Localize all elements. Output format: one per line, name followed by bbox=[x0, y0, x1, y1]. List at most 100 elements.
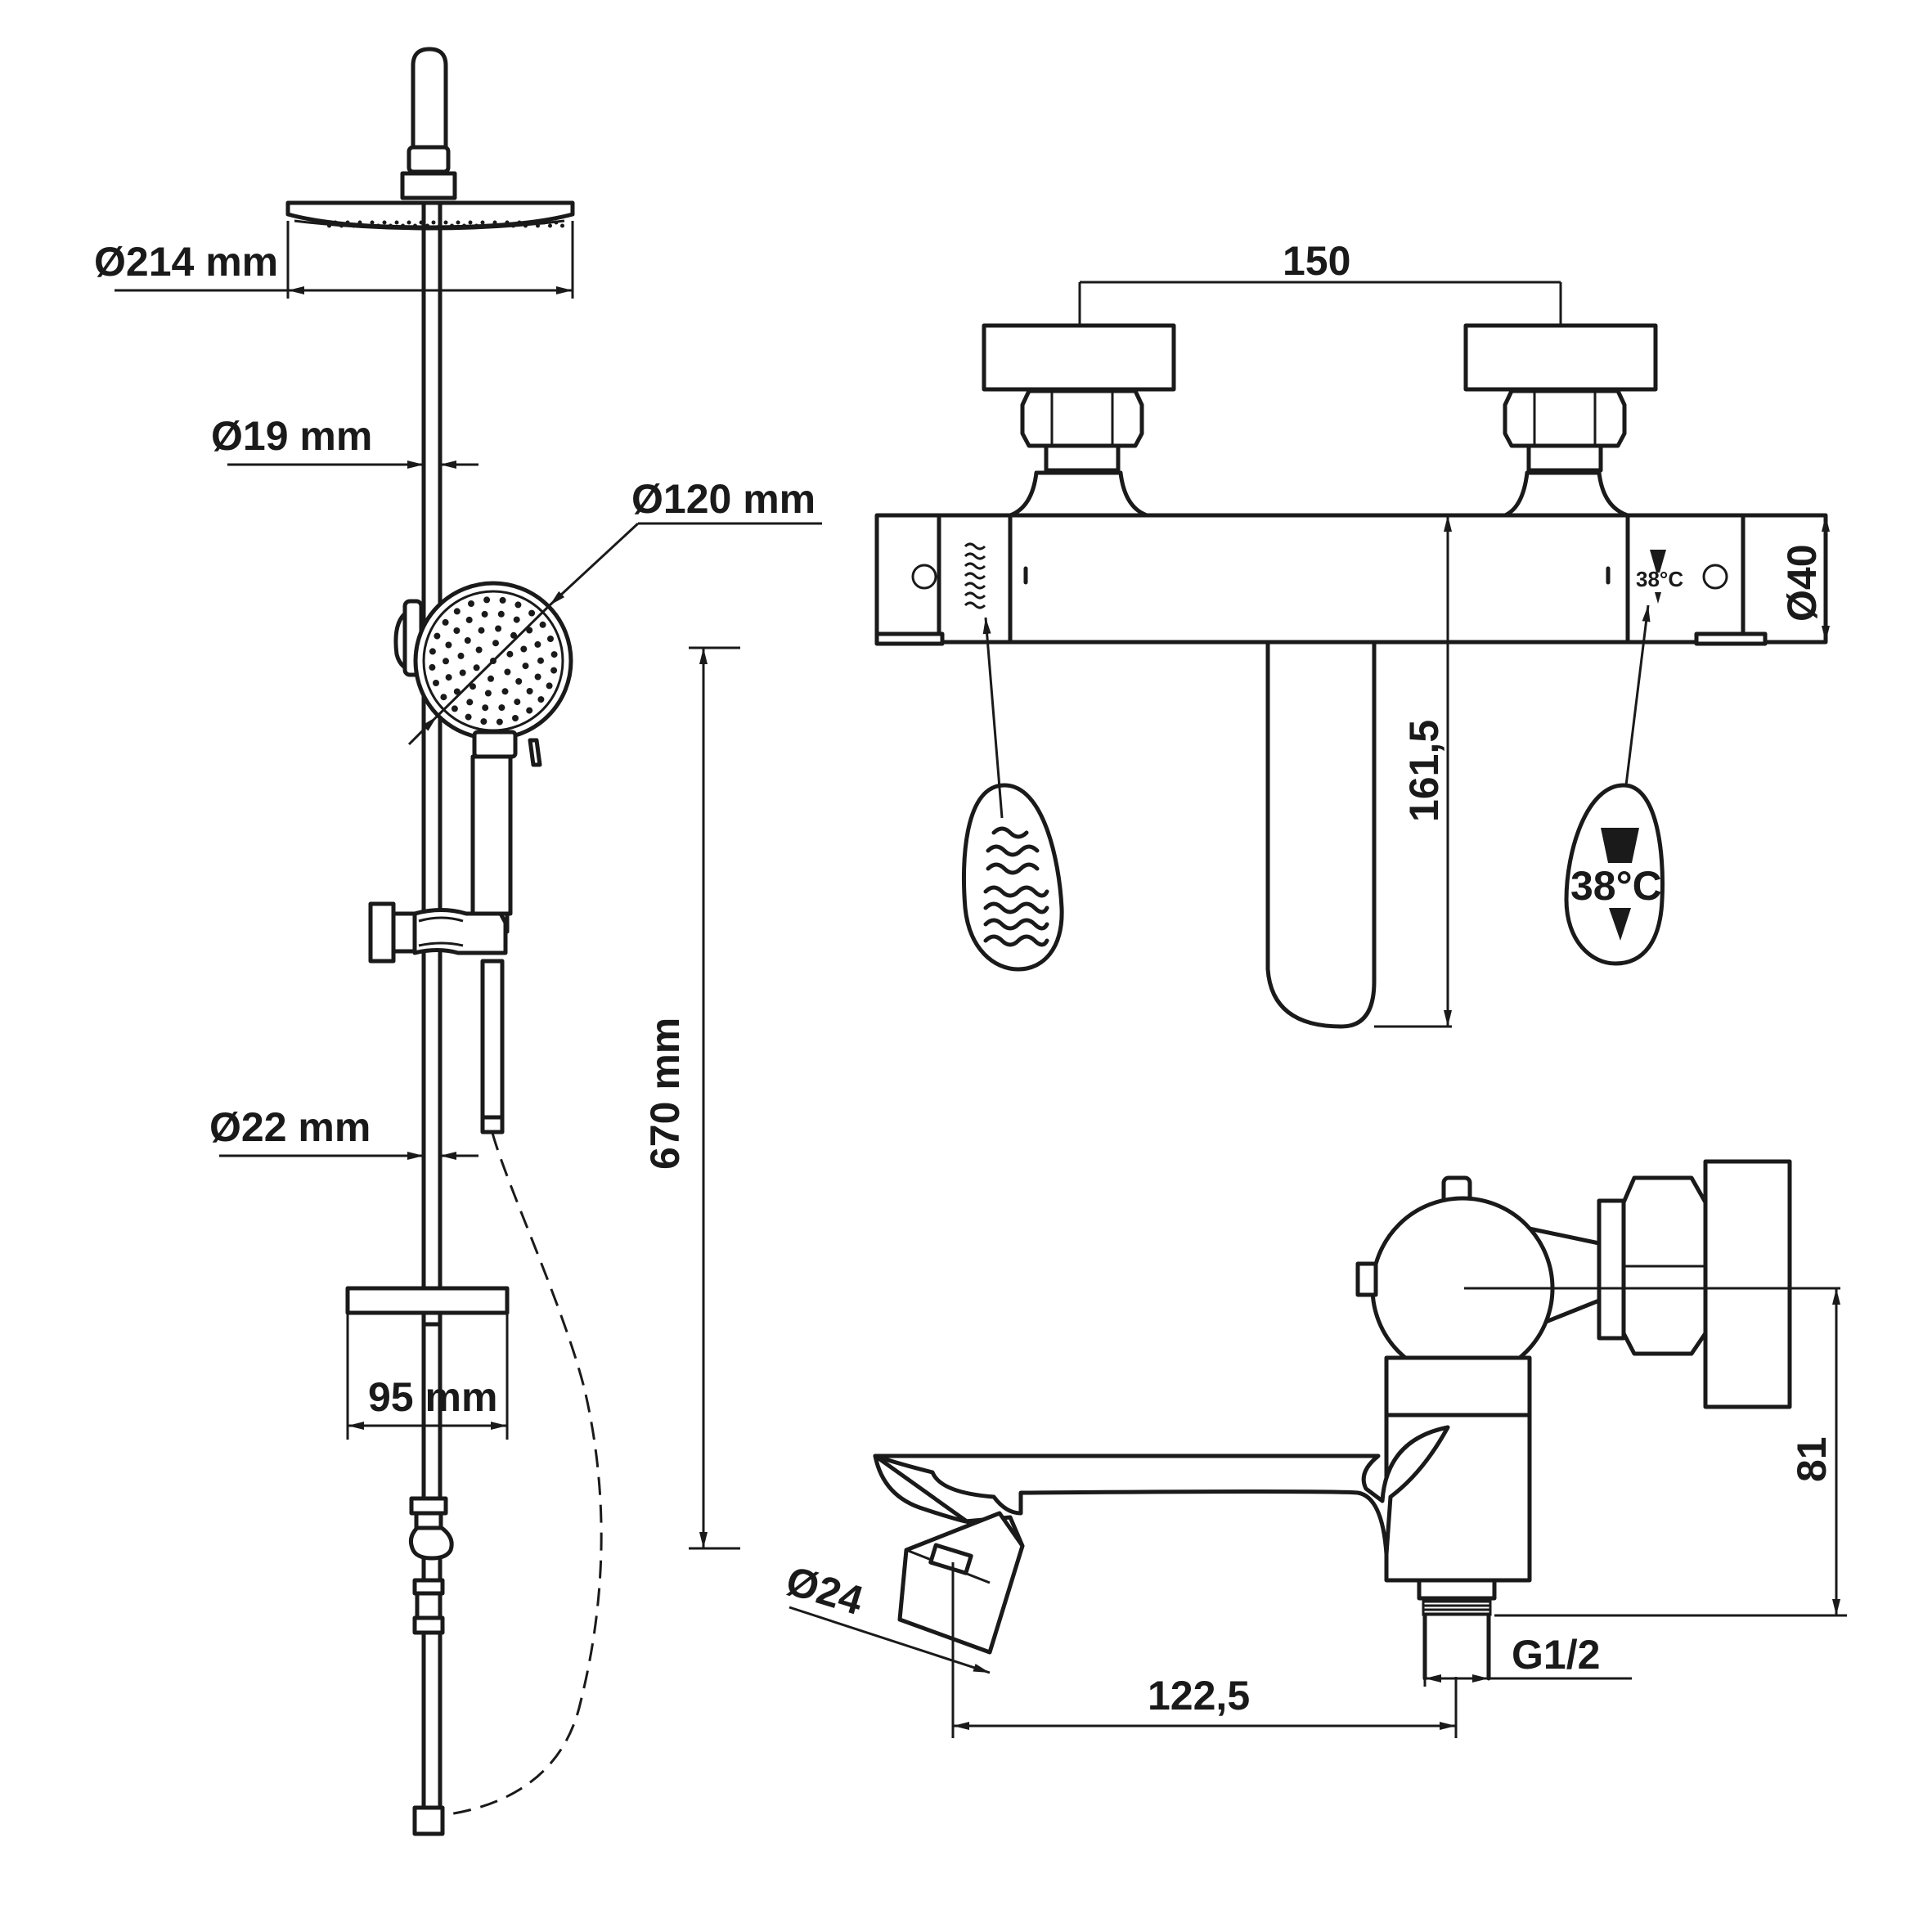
nozzle-dot bbox=[429, 663, 436, 671]
rain-nozzle-dot bbox=[401, 223, 405, 228]
nozzle-dot bbox=[515, 678, 523, 685]
rain-head-diameter-label: Ø214 mm bbox=[94, 239, 278, 285]
nozzle-dot bbox=[443, 658, 449, 665]
rain-nozzle-dot bbox=[413, 223, 417, 228]
nozzle-dot bbox=[537, 657, 544, 664]
shower-column: Ø214 mm Ø19 mm Ø120 mm Ø22 mm 95 mm bbox=[94, 47, 822, 1836]
dim-spout-drop: 161,5 bbox=[1374, 515, 1452, 1028]
nozzle-dot bbox=[497, 610, 505, 618]
nozzle-dot bbox=[440, 694, 447, 701]
rain-nozzle-dot bbox=[456, 220, 461, 225]
spout-diameter-label: Ø24 bbox=[781, 1557, 869, 1624]
flow-handle-bubble bbox=[961, 783, 1064, 972]
nozzle-dot bbox=[464, 637, 471, 644]
dim-rail-bottom: Ø22 mm bbox=[209, 1104, 479, 1160]
rain-nozzle-dot bbox=[517, 220, 522, 225]
nozzle-dot bbox=[550, 651, 558, 658]
dim-spout-reach: 122,5 bbox=[951, 1562, 1458, 1738]
nozzle-dot bbox=[445, 641, 452, 649]
nozzle-dot bbox=[429, 648, 436, 655]
rain-nozzle-dot bbox=[431, 220, 436, 225]
rain-nozzle-dot bbox=[511, 223, 515, 228]
dim-thread: G1/2 bbox=[1423, 1632, 1632, 1687]
nozzle-dot bbox=[473, 664, 480, 672]
nozzle-dot bbox=[465, 713, 472, 721]
nozzle-dot bbox=[522, 663, 529, 670]
rain-nozzle-dot bbox=[548, 223, 552, 228]
temperature-handle-bubble: 38°C bbox=[1564, 783, 1665, 966]
nozzle-dot bbox=[478, 627, 485, 634]
dim-height: 670 mm bbox=[642, 646, 740, 1550]
nozzle-dot bbox=[465, 616, 473, 623]
rain-nozzle-dot bbox=[499, 223, 503, 228]
rain-nozzle-dot bbox=[468, 220, 473, 225]
nozzle-dot bbox=[495, 625, 502, 632]
rain-nozzle-dot bbox=[345, 220, 350, 225]
nozzle-dot bbox=[514, 699, 521, 706]
rain-nozzle-dot bbox=[370, 220, 375, 225]
nozzle-dot bbox=[513, 616, 520, 623]
nozzle-dot bbox=[534, 673, 541, 681]
body-diameter-label: Ø40 bbox=[1779, 544, 1825, 622]
rain-nozzle-dot bbox=[554, 220, 559, 225]
nozzle-dot bbox=[468, 600, 474, 607]
rail-bottom-diameter-label: Ø22 mm bbox=[209, 1104, 371, 1150]
nozzle-dot bbox=[499, 596, 506, 604]
rain-head bbox=[285, 200, 575, 231]
dim-rail-top: Ø19 mm bbox=[211, 413, 479, 469]
nozzle-dot bbox=[537, 696, 545, 703]
nozzle-dot bbox=[550, 667, 558, 674]
nozzle-dot bbox=[510, 631, 517, 639]
nozzle-dot bbox=[475, 646, 483, 654]
nozzle-dot bbox=[526, 707, 533, 714]
spout-drop-label: 161,5 bbox=[1401, 720, 1447, 822]
rain-nozzle-dot bbox=[339, 223, 344, 228]
rain-nozzle-dot bbox=[327, 223, 331, 228]
nozzle-dot bbox=[434, 632, 441, 640]
nozzle-dot bbox=[492, 640, 499, 647]
temperature-icon: 38°C bbox=[1636, 550, 1683, 604]
rain-nozzle-dot bbox=[333, 220, 338, 225]
nozzle-dot bbox=[539, 621, 546, 628]
nozzle-dot bbox=[501, 688, 509, 695]
rain-nozzle-dot bbox=[462, 223, 466, 228]
dim-rain-head: Ø214 mm bbox=[94, 221, 574, 299]
rain-nozzle-dot bbox=[394, 220, 399, 225]
nozzle-dot bbox=[470, 683, 476, 690]
nozzle-dot bbox=[506, 650, 514, 658]
water-flow-icon bbox=[964, 542, 986, 609]
mixer-front-view: 38°C 38°C bbox=[874, 238, 1830, 1029]
shower-rail bbox=[421, 200, 443, 1818]
rain-nozzle-dot bbox=[407, 220, 411, 225]
nozzle-dot bbox=[526, 688, 533, 694]
rain-nozzle-dot bbox=[357, 220, 362, 225]
nozzle-dot bbox=[457, 652, 465, 659]
nozzle-dot bbox=[481, 610, 488, 618]
centers-label: 150 bbox=[1283, 238, 1350, 284]
nozzle-dot bbox=[487, 675, 494, 682]
temp-mark-large: 38°C bbox=[1570, 863, 1662, 909]
nozzle-dot bbox=[547, 636, 554, 642]
mixer-side-view: 81 Ø24 122,5 G1/2 bbox=[781, 1159, 1847, 1738]
nozzle-dot bbox=[442, 618, 449, 626]
nozzle-dot bbox=[496, 718, 503, 726]
nozzle-dot bbox=[514, 601, 522, 609]
rail-top-diameter-label: Ø19 mm bbox=[211, 413, 372, 459]
nozzle-dot bbox=[484, 690, 492, 697]
hand-shower-diameter-label: Ø120 mm bbox=[631, 476, 815, 522]
nozzle-dot bbox=[482, 704, 489, 712]
shelf-width-label: 95 mm bbox=[368, 1374, 497, 1420]
nozzle-dot bbox=[504, 668, 511, 676]
nozzle-dot bbox=[451, 705, 458, 712]
nozzle-dot bbox=[433, 680, 439, 686]
nozzle-dot bbox=[498, 704, 505, 712]
nozzle-dot bbox=[528, 609, 536, 617]
height-label: 670 mm bbox=[642, 1018, 688, 1170]
nozzle-dot bbox=[459, 669, 466, 676]
rain-nozzle-dot bbox=[505, 220, 510, 225]
rain-nozzle-dot bbox=[389, 223, 393, 228]
rain-nozzle-dot bbox=[450, 223, 454, 228]
temp-mark-small: 38°C bbox=[1636, 567, 1683, 591]
rain-nozzle-dot bbox=[376, 223, 380, 228]
